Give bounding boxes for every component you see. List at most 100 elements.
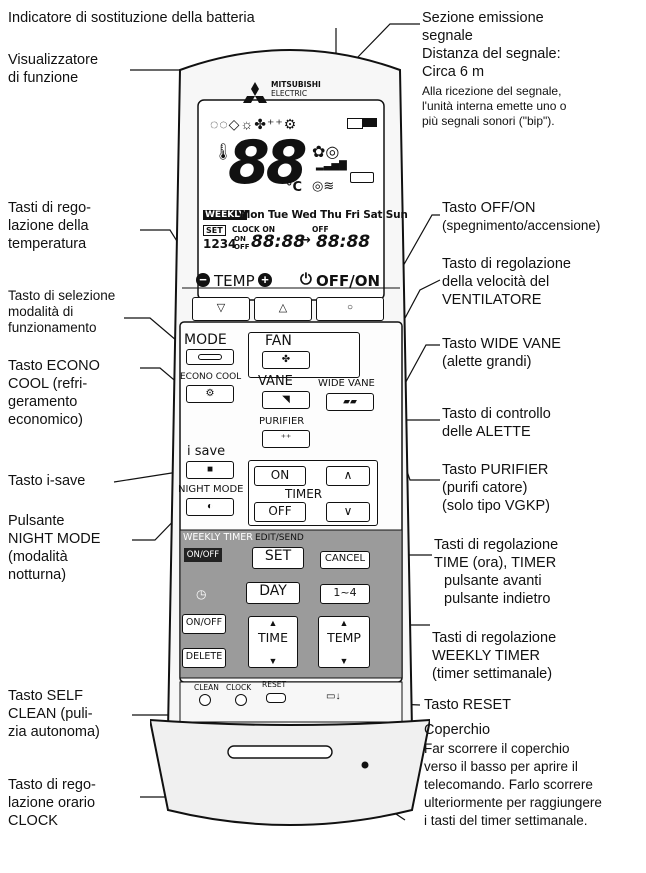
timer-off-label: OFF	[268, 504, 292, 518]
label-mode-1: Tasto di selezione	[8, 288, 116, 303]
label-cover-5: ulteriormente per raggiungere	[424, 795, 602, 810]
wide-vane-label: WIDE VANE	[318, 378, 375, 389]
timer-label: TIMER	[285, 487, 323, 501]
temp-down-button[interactable]: ▽	[192, 297, 250, 321]
off-on-label: OFF/ON	[316, 272, 381, 290]
delete-label: DELETE	[185, 651, 223, 662]
label-wide-2: (alette grandi)	[442, 354, 532, 370]
label-signal-7: più segnali sonori ("bip").	[422, 114, 555, 128]
label-signal-6: l'unità interna emette uno o	[422, 99, 567, 113]
mode-button[interactable]	[186, 349, 234, 365]
moon-icon: ◐	[206, 501, 214, 512]
triangle-down-icon: ▼	[268, 656, 278, 666]
heat-icon: ☼	[240, 116, 255, 132]
econo-label: ECONO COOL	[180, 372, 242, 382]
vane-button[interactable]: ◥	[262, 391, 310, 409]
label-signal-4: Circa 6 m	[422, 64, 485, 80]
on-off-button[interactable]: ON/OFF	[182, 614, 226, 634]
timer-down-button[interactable]: ∨	[326, 502, 370, 522]
off-on-button[interactable]: ○	[316, 297, 384, 321]
isave-button[interactable]: ■	[186, 461, 234, 479]
circle-icon: ○	[346, 302, 354, 313]
purifier-button[interactable]: ⁺⁺	[262, 430, 310, 448]
day-button[interactable]: DAY	[246, 582, 300, 604]
vane-display-icon: ✿◎	[312, 144, 340, 161]
fan-speed-icon: ▂▃▅▇	[316, 160, 347, 171]
label-reset: Tasto RESET	[424, 697, 512, 713]
label-display-1: Visualizzatore	[8, 52, 99, 68]
lcd-time-2: 88:88	[316, 232, 371, 252]
timer-up-button[interactable]: ∧	[326, 466, 370, 486]
chevron-up-icon: ∧	[343, 468, 353, 482]
lcd-off2: OFF	[234, 243, 250, 251]
cancel-button[interactable]: CANCEL	[320, 551, 370, 569]
lcd-weekly: WEEKLY	[203, 210, 248, 220]
label-onoff-1: Tasto OFF/ON	[442, 200, 536, 216]
vane-icon: ◥	[282, 394, 290, 405]
triangle-up-icon: △	[278, 302, 288, 314]
label-fan-2: della velocità del	[442, 274, 550, 290]
label-signal-3: Distanza del segnale:	[422, 46, 561, 62]
fan-button[interactable]: ✤	[262, 351, 310, 369]
label-display-2: di funzione	[8, 70, 79, 86]
delete-button[interactable]: DELETE	[182, 648, 226, 668]
set-button[interactable]: SET	[252, 547, 304, 569]
label-timer-4: pulsante indietro	[444, 591, 551, 607]
label-self-1: Tasto SELF	[8, 688, 83, 704]
label-mode-2: modalità di	[8, 304, 74, 319]
weekly-onoff-button[interactable]: ON/OFF	[184, 548, 222, 562]
weekly-timer-label: WEEKLY TIMER	[183, 532, 253, 543]
thermometer-icon: 🌡	[213, 144, 234, 161]
label-onoff-2: (spegnimento/accensione)	[442, 218, 601, 233]
lcd-temp-unit: °C	[286, 180, 303, 195]
clock-button[interactable]	[235, 694, 247, 706]
timer-off-button[interactable]: OFF	[254, 502, 306, 522]
label-fan-3: VENTILATORE	[442, 292, 542, 308]
temp-up-button[interactable]: △	[254, 297, 312, 321]
night-mode-button[interactable]: ◐	[186, 498, 234, 516]
triangle-up-icon: ▲	[268, 618, 278, 628]
label-weekly-2: WEEKLY TIMER	[432, 648, 540, 664]
label-econo-1: Tasto ECONO	[8, 358, 100, 374]
brand-sub: ELECTRIC	[271, 89, 308, 98]
label-clock-3: CLOCK	[8, 813, 58, 829]
reset-label: RESET	[262, 680, 287, 689]
one-four-button[interactable]: 1~4	[320, 584, 370, 604]
fan-icon: ✤	[281, 354, 291, 365]
label-night-3: (modalità	[8, 549, 68, 565]
isave-icon: ■	[206, 464, 214, 475]
auto-icon: ◌	[210, 116, 220, 132]
lcd-off: OFF	[312, 225, 329, 234]
label-mode-3: funzionamento	[8, 320, 97, 335]
label-fan-1: Tasto di regolazione	[442, 256, 571, 272]
label-self-3: zia autonoma)	[8, 724, 100, 740]
weekly-temp-button[interactable]: ▲ TEMP ▼	[318, 616, 370, 668]
mode-label: MODE	[184, 332, 227, 348]
triangle-up-icon: ▲	[339, 618, 349, 628]
triangle-down-icon: ▼	[339, 656, 349, 666]
day-label: DAY	[259, 583, 287, 599]
on-off-label: ON/OFF	[185, 617, 223, 628]
set-label: SET	[264, 548, 292, 564]
purifier-mode-icon: ⁺⁺	[267, 116, 284, 132]
time-label: TIME	[257, 630, 288, 645]
lcd-set: SET	[203, 225, 226, 236]
label-night-1: Pulsante	[8, 513, 65, 529]
signal-icon	[363, 118, 377, 127]
timer-on-button[interactable]: ON	[254, 466, 306, 486]
unit-icon	[350, 172, 374, 183]
reset-button[interactable]	[266, 693, 286, 703]
minus-icon: −	[196, 273, 210, 287]
battery-compartment-icon: ▭↓	[326, 691, 341, 702]
label-timer-2: TIME (ora), TIMER	[434, 555, 557, 571]
lcd-arrow: →	[300, 233, 311, 248]
time-button[interactable]: ▲ TIME ▼	[248, 616, 298, 668]
label-temp-1: Tasti di rego-	[8, 200, 92, 216]
clean-label: CLEAN	[194, 683, 219, 692]
self-clean-button[interactable]	[199, 694, 211, 706]
one-four-label: 1~4	[333, 586, 357, 599]
econo-cool-button[interactable]: ⚙	[186, 385, 234, 403]
label-self-2: CLEAN (puli-	[8, 706, 93, 722]
econo-icon: ⚙	[205, 388, 215, 399]
wide-vane-button[interactable]: ▰▰	[326, 393, 374, 411]
